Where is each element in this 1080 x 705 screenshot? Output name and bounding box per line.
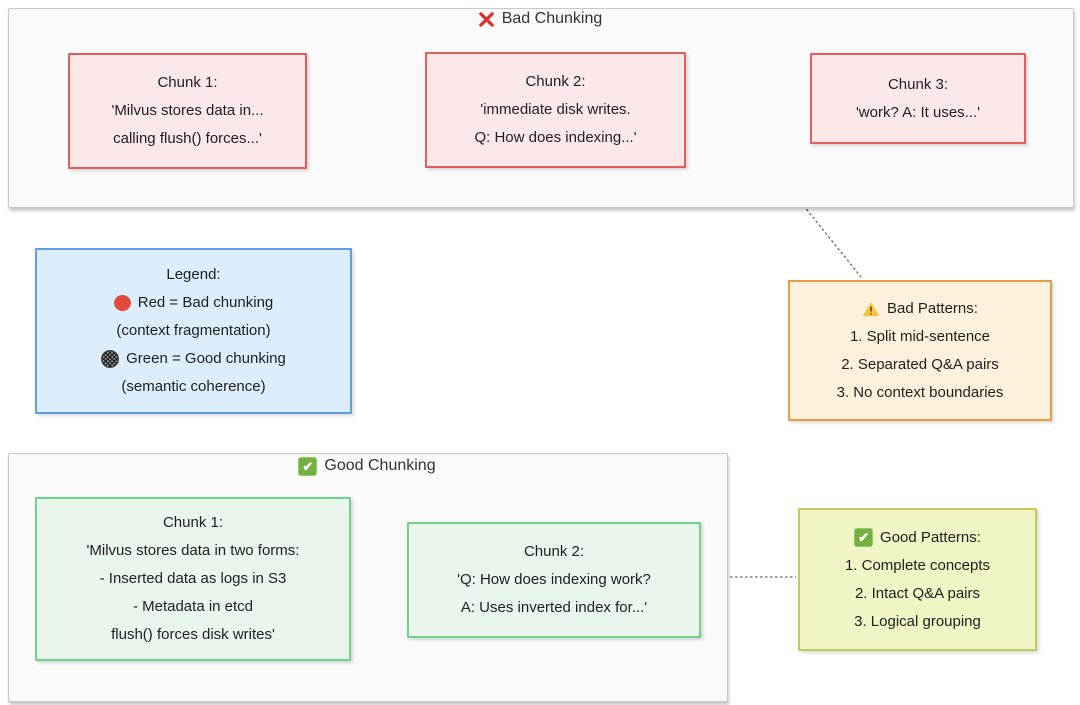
check-mark-icon: ✔: [298, 456, 318, 476]
legend-red-label: Red = Bad chunking: [137, 294, 274, 311]
text-line: 2. Intact Q&A pairs: [854, 584, 981, 602]
text-line: 3. Logical grouping: [854, 612, 981, 630]
legend-title: Legend:: [166, 266, 221, 283]
text-line: 'immediate disk writes.: [480, 101, 631, 118]
check-mark-icon: ✔: [854, 528, 874, 547]
good-chunk-2: Chunk 2: 'Q: How does indexing work? A: Us…: [407, 522, 701, 638]
bad-chunk-2: Chunk 2: 'immediate disk writes. Q: How do…: [425, 52, 686, 168]
good-patterns-items: 1. Complete concepts 2. Intact Q&A pairs 3…: [845, 552, 990, 636]
cross-mark-icon: [478, 11, 494, 27]
text-line: 1. Split mid-sentence: [849, 327, 991, 345]
bad-patterns-items: 1. Split mid-sentence 2. Separated Q&A pa…: [837, 323, 1004, 407]
text-line: flush() forces disk writes': [111, 626, 275, 643]
warning-icon: [862, 301, 880, 316]
text-line: calling flush() forces...': [113, 130, 262, 147]
legend-green-note: (semantic coherence): [121, 378, 266, 395]
text-line: 1. Complete concepts: [844, 556, 991, 574]
bad-patterns-title: Bad Patterns:: [887, 299, 978, 317]
bad-patterns-box: Bad Patterns: 1. Split mid-sentence 2. Se…: [788, 280, 1052, 421]
text-line: A: Uses inverted index for...': [460, 599, 648, 616]
legend-red-row: Red = Bad chunking: [113, 289, 274, 317]
legend-green-label: Green = Good chunking: [126, 350, 286, 367]
bad-chunking-title: Bad Chunking: [8, 8, 1072, 30]
text-line: 3. No context boundaries: [836, 383, 1004, 401]
legend-red-note: (context fragmentation): [116, 322, 271, 339]
text-line: 'work? A: It uses...': [855, 103, 981, 121]
good-patterns-header: ✔ Good Patterns:: [854, 524, 981, 552]
bad-chunk-3: Chunk 3: 'work? A: It uses...': [810, 53, 1026, 144]
text-line: - Metadata in etcd: [132, 598, 254, 615]
text-line: - Inserted data as logs in S3: [99, 570, 287, 587]
red-circle-icon: [113, 295, 131, 311]
legend-green-row: Green = Good chunking: [101, 345, 286, 373]
text-line: 'Milvus stores data in two forms:: [86, 542, 300, 559]
good-chunking-title: ✔ Good Chunking: [8, 455, 726, 477]
bad-chunking-title-label: Bad Chunking: [501, 10, 603, 27]
good-chunking-title-label: Good Chunking: [324, 457, 436, 474]
text-line: Chunk 1:: [162, 514, 224, 531]
text-line: Q: How does indexing...': [474, 129, 637, 146]
text-line: 'Milvus stores data in...: [111, 102, 264, 119]
patterned-circle-icon: [101, 350, 120, 368]
text-line: Chunk 1:: [157, 74, 218, 91]
text-line: Chunk 2:: [525, 73, 586, 90]
legend-box: Legend: Red = Bad chunking (context frag…: [35, 248, 352, 414]
text-line: 2. Separated Q&A pairs: [841, 355, 999, 373]
good-patterns-box: ✔ Good Patterns: 1. Complete concepts 2. …: [798, 508, 1037, 651]
good-chunk-1: Chunk 1: 'Milvus stores data in two forms…: [35, 497, 351, 661]
bad-patterns-header: Bad Patterns:: [862, 295, 978, 323]
text-line: Chunk 3:: [887, 75, 949, 93]
bad-chunk-1: Chunk 1: 'Milvus stores data in... calling…: [68, 53, 307, 169]
text-line: Chunk 2:: [523, 543, 585, 560]
good-patterns-title: Good Patterns:: [880, 528, 981, 546]
text-line: 'Q: How does indexing work?: [457, 571, 651, 588]
